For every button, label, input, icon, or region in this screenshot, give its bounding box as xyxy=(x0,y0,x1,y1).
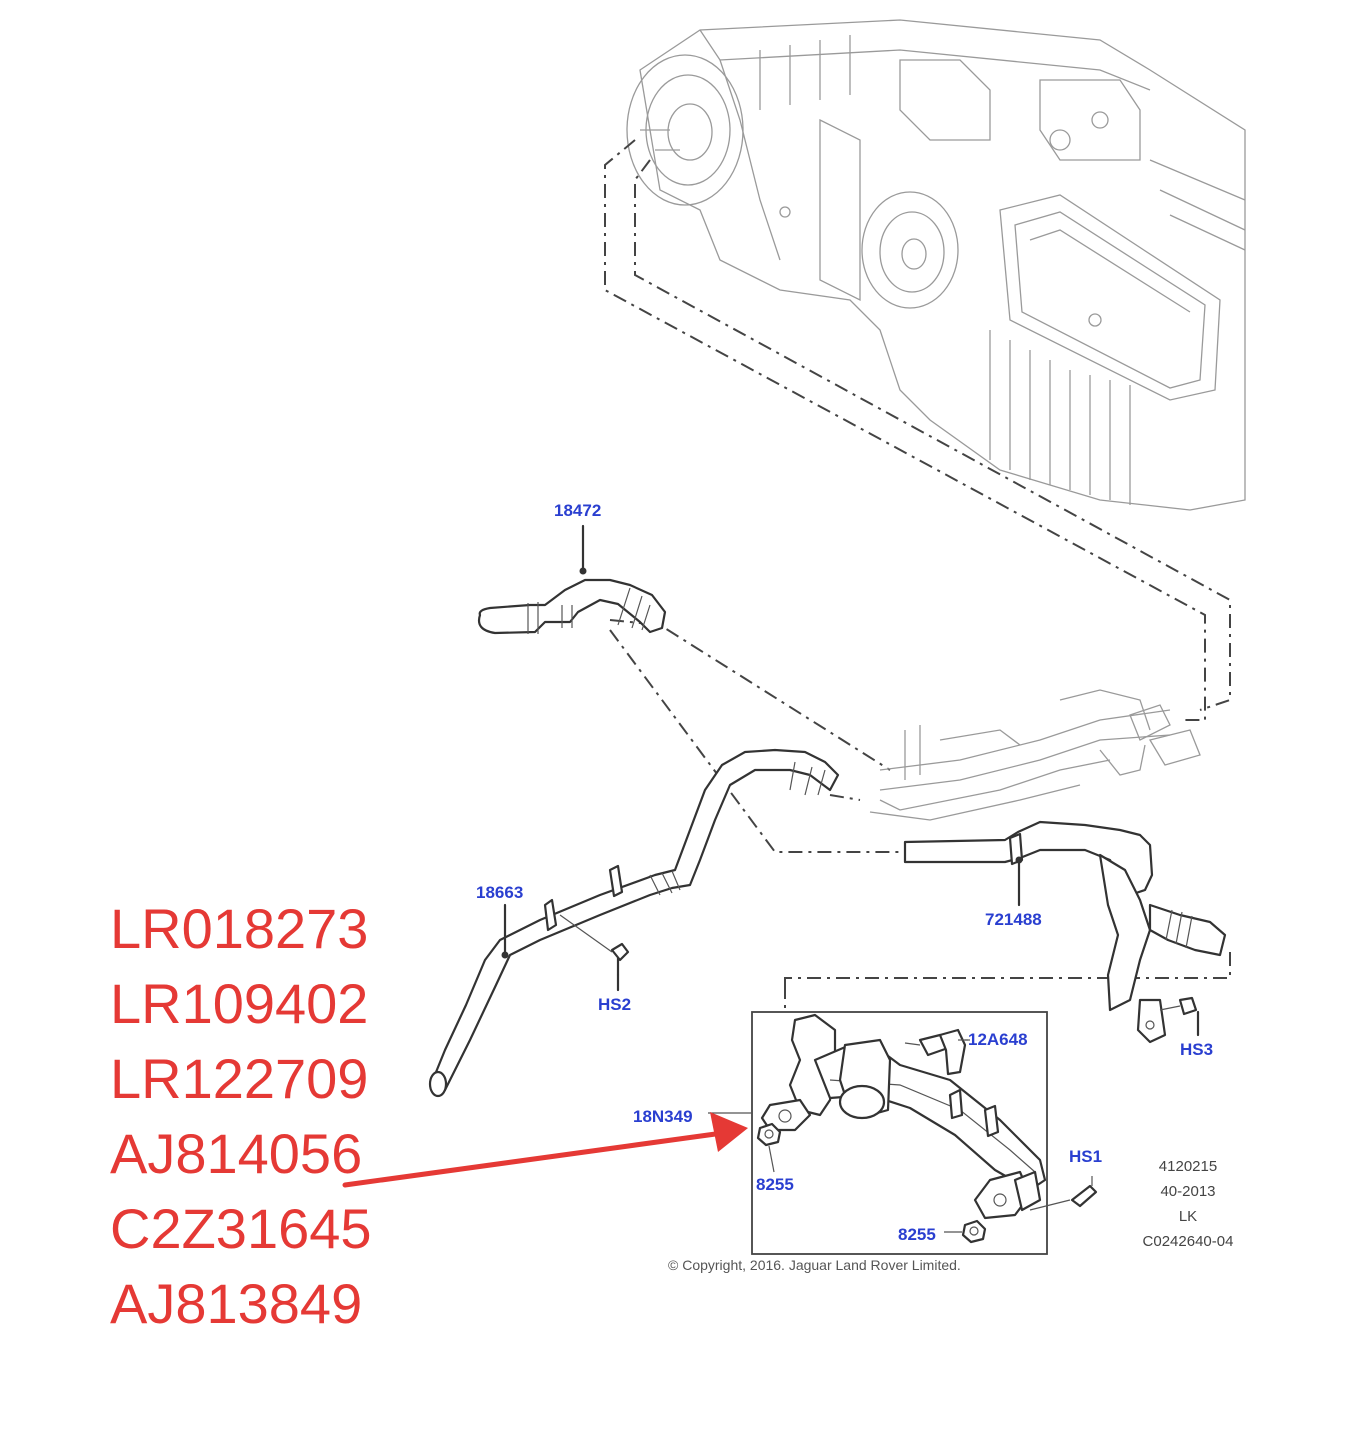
reference-block: 4120215 40-2013 LK C0242640-04 xyxy=(1143,1158,1234,1250)
copyright-notice: © Copyright, 2016. Jaguar Land Rover Lim… xyxy=(668,1257,961,1273)
heater-pipes-drawing xyxy=(869,689,1201,821)
reference-line-4: C0242640-04 xyxy=(1143,1233,1234,1250)
callout-12a648: 12A648 xyxy=(968,1030,1028,1049)
reference-line-2: 40-2013 xyxy=(1160,1183,1215,1200)
hose-18663 xyxy=(428,748,840,1098)
callout-18472: 18472 xyxy=(554,501,601,520)
callout-hs1: HS1 xyxy=(1069,1147,1102,1166)
hose-721488 xyxy=(903,820,1227,1044)
part-number: LR109402 xyxy=(110,972,368,1035)
detail-box xyxy=(708,1011,1098,1255)
callout-8255-right: 8255 xyxy=(898,1225,936,1244)
hvac-unit-drawing xyxy=(626,19,1246,511)
callout-721488: 721488 xyxy=(985,910,1042,929)
callout-18663: 18663 xyxy=(476,883,523,902)
reference-line-1: 4120215 xyxy=(1159,1158,1217,1175)
part-number: LR122709 xyxy=(110,1047,368,1110)
callout-hs2: HS2 xyxy=(598,995,631,1014)
red-arrow-pointer xyxy=(342,1112,748,1188)
reference-line-3: LK xyxy=(1179,1208,1197,1225)
callout-labels: 18472 18663 721488 HS2 HS3 12A648 18N349… xyxy=(476,501,1213,1244)
part-number: AJ814056 xyxy=(110,1122,362,1185)
part-number: AJ813849 xyxy=(110,1272,362,1335)
callout-hs3: HS3 xyxy=(1180,1040,1213,1059)
part-number: LR018273 xyxy=(110,897,368,960)
callout-18n349: 18N349 xyxy=(633,1107,693,1126)
part-number: C2Z31645 xyxy=(110,1197,372,1260)
callout-8255-left: 8255 xyxy=(756,1175,794,1194)
part-number-list: LR018273 LR109402 LR122709 AJ814056 C2Z3… xyxy=(110,897,372,1335)
hose-18472 xyxy=(477,524,667,635)
